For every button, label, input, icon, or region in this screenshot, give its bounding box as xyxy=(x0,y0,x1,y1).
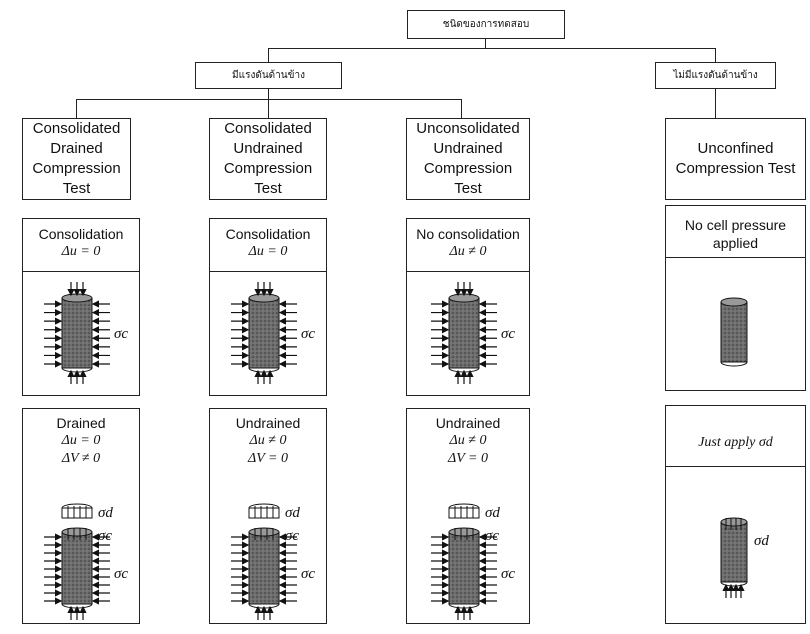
col2-name-line1: Consolidated xyxy=(224,120,312,137)
col4-stage1-specimen-body xyxy=(720,301,748,363)
col3-stage2-sigma-d-label: σd xyxy=(485,505,500,521)
col2-stage2-line3: ΔV = 0 xyxy=(248,451,288,466)
col4-stage1-specimen-top xyxy=(720,297,748,307)
root-box: ชนิดของการทดสอบ xyxy=(407,10,565,39)
col3-stem xyxy=(461,99,462,118)
col3-stage2-cap xyxy=(448,507,480,519)
col3-name-line3: Compression xyxy=(423,160,513,177)
col3-stage1-line2: Δu ≠ 0 xyxy=(449,244,487,259)
col4-stem xyxy=(715,89,716,118)
col1-stage2-sigma-d-label: σd xyxy=(98,505,113,521)
col1-stage1-line1: Consolidation xyxy=(38,226,124,242)
col3-stage1-specimen-sigma-c-label: σc xyxy=(501,326,515,342)
col2-stage2-line1: Undrained xyxy=(235,415,301,431)
col2-stem xyxy=(268,99,269,118)
col1-stage1-specimen-body xyxy=(61,297,93,369)
col3-stage1-line1: No consolidation xyxy=(416,226,520,242)
col4-stage1-line2: applied xyxy=(712,235,759,251)
col4-stage1-specimen-bottom xyxy=(720,361,748,367)
confined-branch-label: มีแรงดันด้านข้าง xyxy=(232,70,305,81)
col2-stage2-sigma-c-top: σc xyxy=(285,528,299,544)
unconfined-branch-label: ไม่มีแรงดันด้านข้าง xyxy=(673,70,758,81)
col4-stage2-specimen-top xyxy=(720,517,748,527)
col1-stem xyxy=(76,99,77,118)
col2-stage1-line1: Consolidation xyxy=(225,226,311,242)
col1-stage1-specimen-top xyxy=(61,293,93,303)
col3-test-name-box: Unconsolidated Undrained Compression Tes… xyxy=(406,118,530,200)
col2-stage1-specimen-sigma-c-label: σc xyxy=(301,326,315,342)
unconfined-stem xyxy=(715,48,716,62)
col1-name-line3: Compression xyxy=(32,160,121,177)
col3-stage2-specimen-body xyxy=(448,531,480,605)
col1-name-line1: Consolidated xyxy=(32,120,121,137)
col4-stage2-specimen-bottom xyxy=(720,581,748,587)
top-bar xyxy=(268,48,715,49)
col4-stage1-divider xyxy=(666,257,805,258)
col4-stage2-specimen-body xyxy=(720,521,748,583)
col4-name-line1: Unconfined xyxy=(697,140,774,157)
col3-stage1-specimen-body xyxy=(448,297,480,369)
col2-stage2-cap xyxy=(248,507,280,519)
col1-stage2-line3: ΔV ≠ 0 xyxy=(61,451,101,466)
col2-stage2-sigma-c-side: σc xyxy=(301,566,315,582)
col3-stage1-divider xyxy=(407,271,529,272)
col2-test-name-box: Consolidated Undrained Compression Test xyxy=(209,118,327,200)
col2-stage1-divider xyxy=(210,271,326,272)
col1-stage1-divider xyxy=(23,271,139,272)
col3-stage2-line2: Δu ≠ 0 xyxy=(449,433,487,448)
col1-stage2-specimen-top xyxy=(61,527,93,537)
col2-stage2-specimen-body xyxy=(248,531,280,605)
col3-stage1-specimen-top xyxy=(448,293,480,303)
col2-name-line4: Test xyxy=(254,180,282,197)
col1-stage2-specimen-body xyxy=(61,531,93,605)
col1-stage2-sigma-c-side: σc xyxy=(114,566,128,582)
col2-name-line2: Undrained xyxy=(233,140,303,157)
col1-name-line4: Test xyxy=(62,180,91,197)
col3-name-line4: Test xyxy=(454,180,482,197)
col4-name-line2: Compression Test xyxy=(675,160,796,177)
col2-stage1-specimen-top xyxy=(248,293,280,303)
col2-stage1-line2: Δu = 0 xyxy=(248,244,288,259)
confined-branch-box: มีแรงดันด้านข้าง xyxy=(195,62,342,89)
col4-stage1-line1: No cell pressure xyxy=(684,217,787,233)
confined-down xyxy=(268,89,269,99)
col3-stage2-line1: Undrained xyxy=(435,415,501,431)
col4-stage2-line1: Just apply σd xyxy=(698,435,773,450)
col2-name-line3: Compression xyxy=(223,160,313,177)
col4-test-name-box: Unconfined Compression Test xyxy=(665,118,806,200)
col2-stage2-specimen-top xyxy=(248,527,280,537)
confined-stem xyxy=(268,48,269,62)
root-label: ชนิดของการทดสอบ xyxy=(442,19,530,30)
col1-stage2-cap xyxy=(61,507,93,519)
col1-stage1-specimen-sigma-c-label: σc xyxy=(114,326,128,342)
col3-stage2-specimen-top xyxy=(448,527,480,537)
col1-stage1-line2: Δu = 0 xyxy=(61,244,101,259)
unconfined-branch-box: ไม่มีแรงดันด้านข้าง xyxy=(655,62,776,89)
col3-stage2-sigma-c-top: σc xyxy=(485,528,499,544)
col2-stage2-line2: Δu ≠ 0 xyxy=(249,433,287,448)
col3-name-line1: Unconsolidated xyxy=(416,120,520,137)
col2-stage1-specimen-body xyxy=(248,297,280,369)
col2-stage2-sigma-d-label: σd xyxy=(285,505,300,521)
col1-stage2-sigma-c-top: σc xyxy=(98,528,112,544)
col3-name-line2: Undrained xyxy=(433,140,503,157)
col4-stage2-divider xyxy=(666,466,805,467)
col1-stage2-line2: Δu = 0 xyxy=(61,433,101,448)
col3-stage2-line3: ΔV = 0 xyxy=(448,451,488,466)
col1-name-line2: Drained xyxy=(50,140,103,157)
col1-test-name-box: Consolidated Drained Compression Test xyxy=(22,118,131,200)
col3-stage2-sigma-c-side: σc xyxy=(501,566,515,582)
col1-stage2-line1: Drained xyxy=(56,415,106,431)
root-stem xyxy=(485,39,486,48)
col4-stage2-sigma-d-label: σd xyxy=(754,533,769,549)
